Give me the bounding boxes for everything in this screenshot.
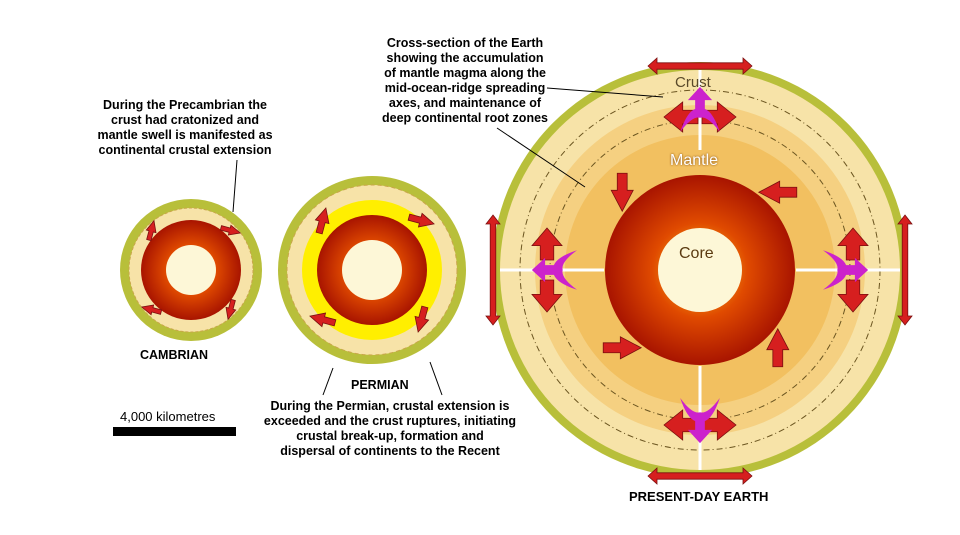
upwelling-arrow-west — [531, 250, 577, 290]
permian-inner-core — [342, 240, 402, 300]
upwelling-arrow-south — [680, 398, 720, 444]
permian-line-4: dispersal of continents to the Recent — [280, 444, 500, 458]
precambrian-line-1: During the Precambrian the — [103, 98, 267, 112]
permian-convection-arrow — [407, 212, 435, 228]
cambrian-convection-arrow — [225, 298, 237, 321]
cambrian-label: CAMBRIAN — [140, 348, 209, 362]
ridge-arrow-west-up — [531, 227, 563, 261]
crust-spreading-arrow-bottom — [647, 467, 753, 485]
scale-bar-label: 4,000 kilometres — [120, 409, 216, 424]
present-convection-arrow — [766, 327, 790, 368]
permian-convection-arrow — [309, 312, 337, 328]
cross-section-line-1: Cross-section of the Earth — [386, 36, 544, 50]
ridge-arrow-east-up — [837, 227, 869, 261]
permian-leader-line-right — [429, 361, 443, 396]
present-convection-arrow — [602, 336, 643, 360]
permian-convection-arrow — [314, 207, 330, 235]
present-convection-arrow — [610, 172, 634, 213]
precambrian-line-3: mantle swell is manifested as — [97, 128, 273, 142]
crust-spreading-arrow-left — [485, 214, 501, 326]
core-label: Core — [679, 245, 714, 262]
cross-section-leader-line-crust — [546, 87, 664, 98]
scale-bar — [113, 427, 236, 436]
cambrian-inner-core — [166, 245, 216, 295]
precambrian-line-4: continental crustal extension — [98, 143, 272, 157]
cambrian-convection-arrow — [145, 219, 157, 242]
cross-section-line-4: mid-ocean-ridge spreading — [384, 81, 546, 95]
mantle-label: Mantle — [670, 152, 719, 169]
present-convection-arrow — [757, 180, 798, 204]
cross-section-line-5: axes, and maintenance of — [388, 96, 542, 110]
precambrian-leader-line — [232, 159, 238, 213]
permian-convection-arrow — [414, 305, 430, 333]
upwelling-arrow-north — [680, 86, 720, 132]
crust-spreading-arrow-top — [647, 57, 753, 75]
present-day-label: PRESENT-DAY EARTH — [629, 489, 769, 504]
upwelling-arrow-east — [823, 250, 869, 290]
ridge-arrow-east-down — [837, 279, 869, 313]
cross-section-line-6: deep continental root zones — [382, 111, 548, 125]
permian-line-2: exceeded and the crust ruptures, initiat… — [263, 414, 517, 428]
permian-line-1: During the Permian, crustal extension is — [270, 399, 510, 413]
permian-leader-line-left — [322, 367, 334, 396]
crust-label: Crust — [675, 74, 711, 91]
crust-spreading-arrow-right — [897, 214, 913, 326]
cross-section-line-2: showing the accumulation — [386, 51, 544, 65]
permian-line-3: crustal break-up, formation and — [296, 429, 484, 443]
cross-section-annotation: Cross-section of the Earth showing the a… — [350, 36, 580, 126]
precambrian-annotation: During the Precambrian the crust had cra… — [80, 98, 290, 158]
precambrian-line-2: crust had cratonized and — [111, 113, 259, 127]
cross-section-line-3: of mantle magma along the — [384, 66, 546, 80]
permian-annotation: During the Permian, crustal extension is… — [245, 399, 535, 459]
ridge-arrow-west-down — [531, 279, 563, 313]
cross-section-leader-line-mantle — [496, 127, 586, 188]
present-inner-core — [658, 228, 742, 312]
permian-label: PERMIAN — [351, 378, 409, 392]
ridge-arrow-north-east — [701, 101, 737, 133]
cambrian-convection-arrow — [219, 224, 242, 236]
cambrian-convection-arrow — [140, 304, 163, 316]
